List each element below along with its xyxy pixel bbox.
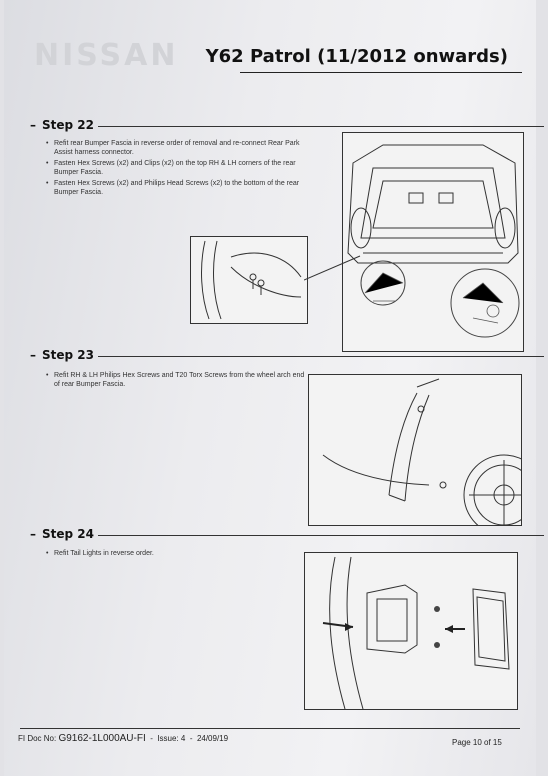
doc-number: G9162-1L000AU-FI <box>58 733 146 744</box>
step-dash: – <box>30 118 36 132</box>
step-22-bullet-3: Fasten Hex Screws (x2) and Philips Head … <box>46 180 310 197</box>
tail-light-illustration <box>322 556 510 710</box>
callout-line <box>304 255 361 281</box>
step-23-rule <box>98 356 544 357</box>
step-dash: – <box>30 527 36 541</box>
footer-rule <box>20 728 520 729</box>
figure-fascia-corner <box>190 236 308 324</box>
wheel-arch-illustration <box>322 378 545 536</box>
footer-doc-info: FI Doc No: G9162-1L000AU-FI - Issue: 4 -… <box>18 733 228 744</box>
step-24-bullet-1: Refit Tail Lights in reverse order. <box>46 550 310 559</box>
footer-separator-2: - <box>189 734 193 743</box>
step-22-rule <box>98 126 544 127</box>
step-23-heading: – Step 23 <box>30 348 544 362</box>
document-title: Y62 Patrol (11/2012 onwards) <box>205 46 508 67</box>
step-23-instructions: Refit RH & LH Philips Hex Screws and T20… <box>46 372 310 392</box>
step-24-rule <box>98 535 544 536</box>
step-22-bullet-2: Fasten Hex Screws (x2) and Clips (x2) on… <box>46 160 310 177</box>
document-sheet: NISSAN Y62 Patrol (11/2012 onwards) – St… <box>4 0 545 776</box>
footer-separator-1: - <box>150 734 153 743</box>
rear-vehicle-illustration <box>347 144 520 338</box>
step-24-instructions: Refit Tail Lights in reverse order. <box>46 550 310 562</box>
figure-tail-light <box>304 552 518 710</box>
fascia-corner-illustration <box>201 240 302 320</box>
step-23-bullet-1: Refit RH & LH Philips Hex Screws and T20… <box>46 372 310 389</box>
step-24-heading: – Step 24 <box>30 527 544 541</box>
step-dash: – <box>30 348 36 362</box>
step-22-instructions: Refit rear Bumper Fascia in reverse orde… <box>46 140 310 200</box>
page-number: Page 10 of 15 <box>452 738 502 747</box>
step-22-heading: – Step 22 <box>30 118 544 132</box>
step-24-label: Step 24 <box>42 527 94 541</box>
brand-watermark: NISSAN <box>34 38 179 73</box>
issue-date: 24/09/19 <box>196 734 229 743</box>
issue-label: Issue: <box>157 734 179 743</box>
figure-wheel-arch <box>308 374 545 536</box>
figure-rear-vehicle <box>342 132 524 352</box>
issue-number: 4 <box>180 734 186 743</box>
doc-number-label: FI Doc No: <box>18 734 57 743</box>
title-underline <box>240 72 522 73</box>
step-23-label: Step 23 <box>42 348 94 362</box>
step-22-bullet-1: Refit rear Bumper Fascia in reverse orde… <box>46 140 310 157</box>
step-22-label: Step 22 <box>42 118 94 132</box>
